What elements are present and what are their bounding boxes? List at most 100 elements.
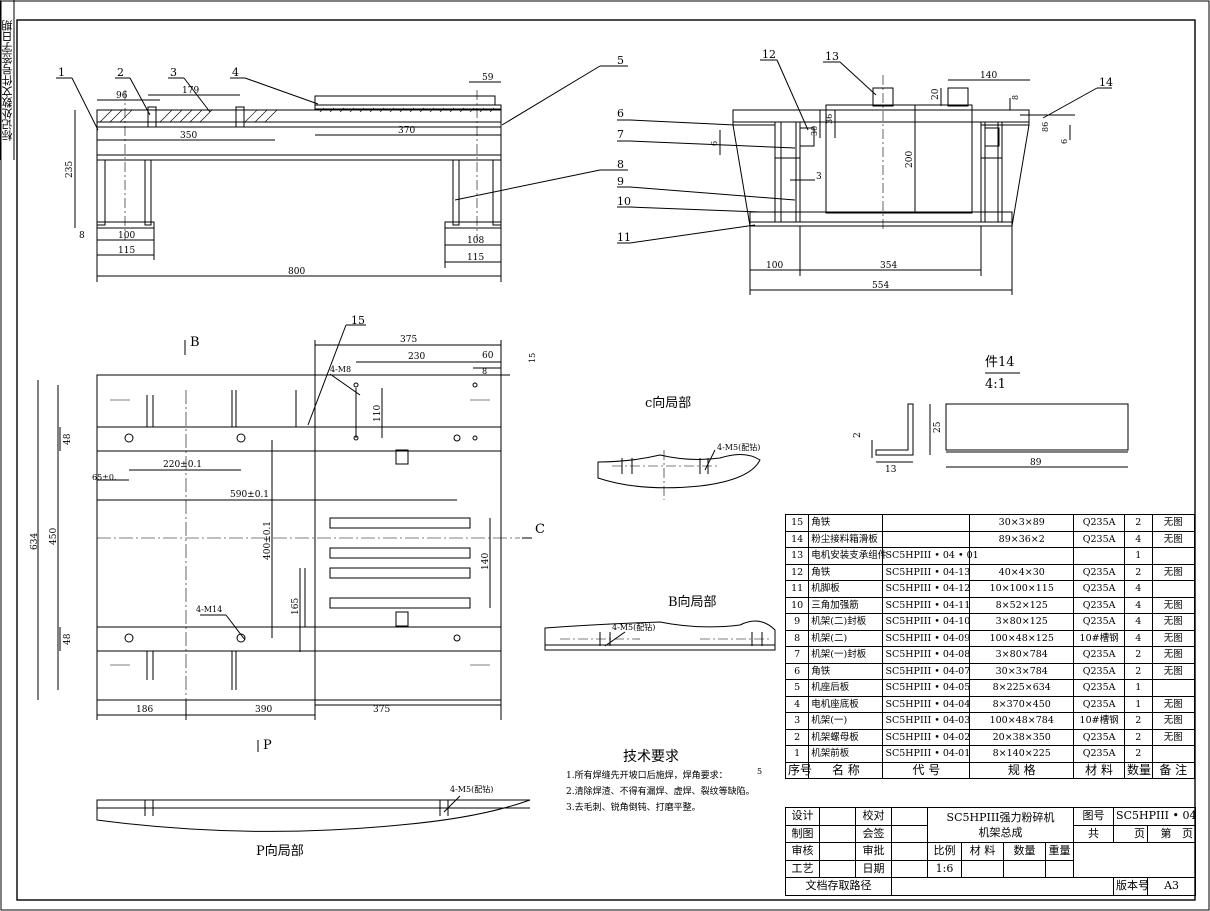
part-label: 15 <box>351 314 365 327</box>
bom-cell-qty: 2 <box>1124 514 1153 532</box>
bom-cell-no: 2 <box>784 728 810 746</box>
bom-cell-mat: Q235A <box>1073 695 1126 713</box>
part-label: 4 <box>232 66 239 79</box>
bom-cell-name: 机架(一) <box>808 712 884 730</box>
dim-label: 375 <box>373 705 390 715</box>
bom-cell-mat: Q235A <box>1073 563 1126 581</box>
bom-cell-note <box>1151 547 1196 565</box>
dim-label: 8 <box>79 231 85 241</box>
detail-b <box>544 620 776 651</box>
bom-cell-name: 粉尘接料箱滑板 <box>808 530 884 548</box>
bom-cell-code <box>882 530 971 548</box>
dim-label: 59 <box>482 73 494 83</box>
thread-label: 4-M8 <box>330 365 351 374</box>
bom-cell-code: SC5HPIII • 04-11 <box>882 596 971 614</box>
dim-label: 108 <box>467 236 484 246</box>
bom-cell-note: 无图 <box>1151 563 1196 581</box>
bom-cell-name: 机架(二)封板 <box>808 613 884 631</box>
bom-cell-note: 无图 <box>1151 596 1196 614</box>
dim-label: 115 <box>118 246 135 256</box>
bom-cell-code: SC5HPIII • 04-05 <box>882 679 971 697</box>
bom-cell-mat: Q235A <box>1073 728 1126 746</box>
part14-detail <box>871 372 1129 468</box>
bom-cell-no: 3 <box>784 712 810 730</box>
detail-c <box>597 449 761 500</box>
tech-requirements: 1.所有焊缝先开坡口后施焊，焊角要求： 2.清除焊渣、不得有漏焊、虚焊、裂纹等缺… <box>566 768 755 816</box>
bom-cell-note: 无图 <box>1151 662 1196 680</box>
dim-label: 100 <box>766 261 783 271</box>
dim-label: 2 <box>853 432 863 438</box>
bom-cell-qty: 2 <box>1124 728 1153 746</box>
bom-cell-spec: 40×4×30 <box>969 563 1075 581</box>
detail-c-label: 4-M5(配钻) <box>717 442 760 452</box>
dim-label: 15 <box>528 353 537 363</box>
bom-cell-spec: 8×52×125 <box>969 596 1075 614</box>
part-label: 1 <box>58 66 65 79</box>
detail-p-label: 4-M5(配钻) <box>450 784 493 794</box>
view-arrow-p: P <box>263 738 272 753</box>
dim-label: 3 <box>816 172 822 182</box>
bom-cell-no: 14 <box>784 530 810 548</box>
part-label: 14 <box>1099 76 1113 89</box>
plan-view <box>37 324 532 752</box>
title-block: 设计 校对 SC5HPIII强力粉碎机 机架总成 图号 SC5HPIII • 0… <box>785 807 1197 896</box>
bom-cell-name: 机脚板 <box>808 580 884 598</box>
dim-label: 115 <box>467 253 484 263</box>
scale-value: 1:6 <box>927 859 962 878</box>
bom-cell-name: 角铁 <box>808 662 884 680</box>
bom-cell-mat: 10#槽钢 <box>1073 712 1126 730</box>
dim-label: 100 <box>118 231 135 241</box>
weld-symbol: 5 <box>757 767 763 776</box>
bom-cell-spec: 8×140×225 <box>969 745 1075 763</box>
bom-cell-no: 10 <box>784 596 810 614</box>
dim-label: 60 <box>482 351 494 361</box>
dim-label: 13 <box>885 465 897 475</box>
bom-cell-code: SC5HPIII • 04-03 <box>882 712 971 730</box>
bom-cell-code: SC5HPIII • 04-02 <box>882 728 971 746</box>
bom-cell-no: 8 <box>784 629 810 647</box>
detail-c-title: c向局部 <box>645 395 691 411</box>
bom-cell-spec: 3×80×125 <box>969 613 1075 631</box>
bom-cell-code <box>882 514 971 532</box>
dim-label: 65±0. <box>92 473 117 482</box>
bom-cell-note <box>1151 580 1196 598</box>
bom-cell-no: 13 <box>784 547 810 565</box>
dim-label: 800 <box>288 267 305 277</box>
bom-cell-qty: 4 <box>1124 629 1153 647</box>
dim-label: 25 <box>933 421 943 433</box>
tech-note: 1.所有焊缝先开坡口后施焊，焊角要求： <box>566 771 728 781</box>
side-view-labels: 12 13 14 6 7 9 10 11 140 20 8 36 30 200 … <box>617 48 1113 291</box>
bom-cell-name: 机架前板 <box>808 745 884 763</box>
tech-requirements-title: 技术要求 <box>623 749 679 765</box>
bom-cell-no: 7 <box>784 646 810 664</box>
bom-cell-code: SC5HPIII • 04-13 <box>882 563 971 581</box>
bom-cell-code: SC5HPIII • 04 • 01 <box>882 547 979 565</box>
view-arrow-c: C <box>535 522 545 537</box>
dim-label: 230 <box>408 352 425 362</box>
dim-label: 350 <box>180 131 197 141</box>
part-label: 5 <box>617 54 624 67</box>
dim-label: 590±0.1 <box>230 490 269 500</box>
bom-cell-name: 电机安装支承组件 <box>808 547 887 565</box>
detail-b-title: B向局部 <box>668 594 717 610</box>
product-name: SC5HPIII强力粉碎机 <box>946 811 1055 824</box>
bom-cell-note: 无图 <box>1151 712 1196 730</box>
dim-label: 400±0.1 <box>263 521 273 560</box>
bom-cell-mat: Q235A <box>1073 596 1126 614</box>
bom-cell-spec: 100×48×125 <box>969 629 1075 647</box>
dim-label: 165 <box>291 598 301 615</box>
bom-cell-name: 三角加强筋 <box>808 596 884 614</box>
dim-label: 20 <box>931 88 941 100</box>
bom-cell-qty: 2 <box>1124 646 1153 664</box>
bom-cell-qty: 1 <box>1124 679 1153 697</box>
bom-cell-code: SC5HPIII • 04-09 <box>882 629 971 647</box>
